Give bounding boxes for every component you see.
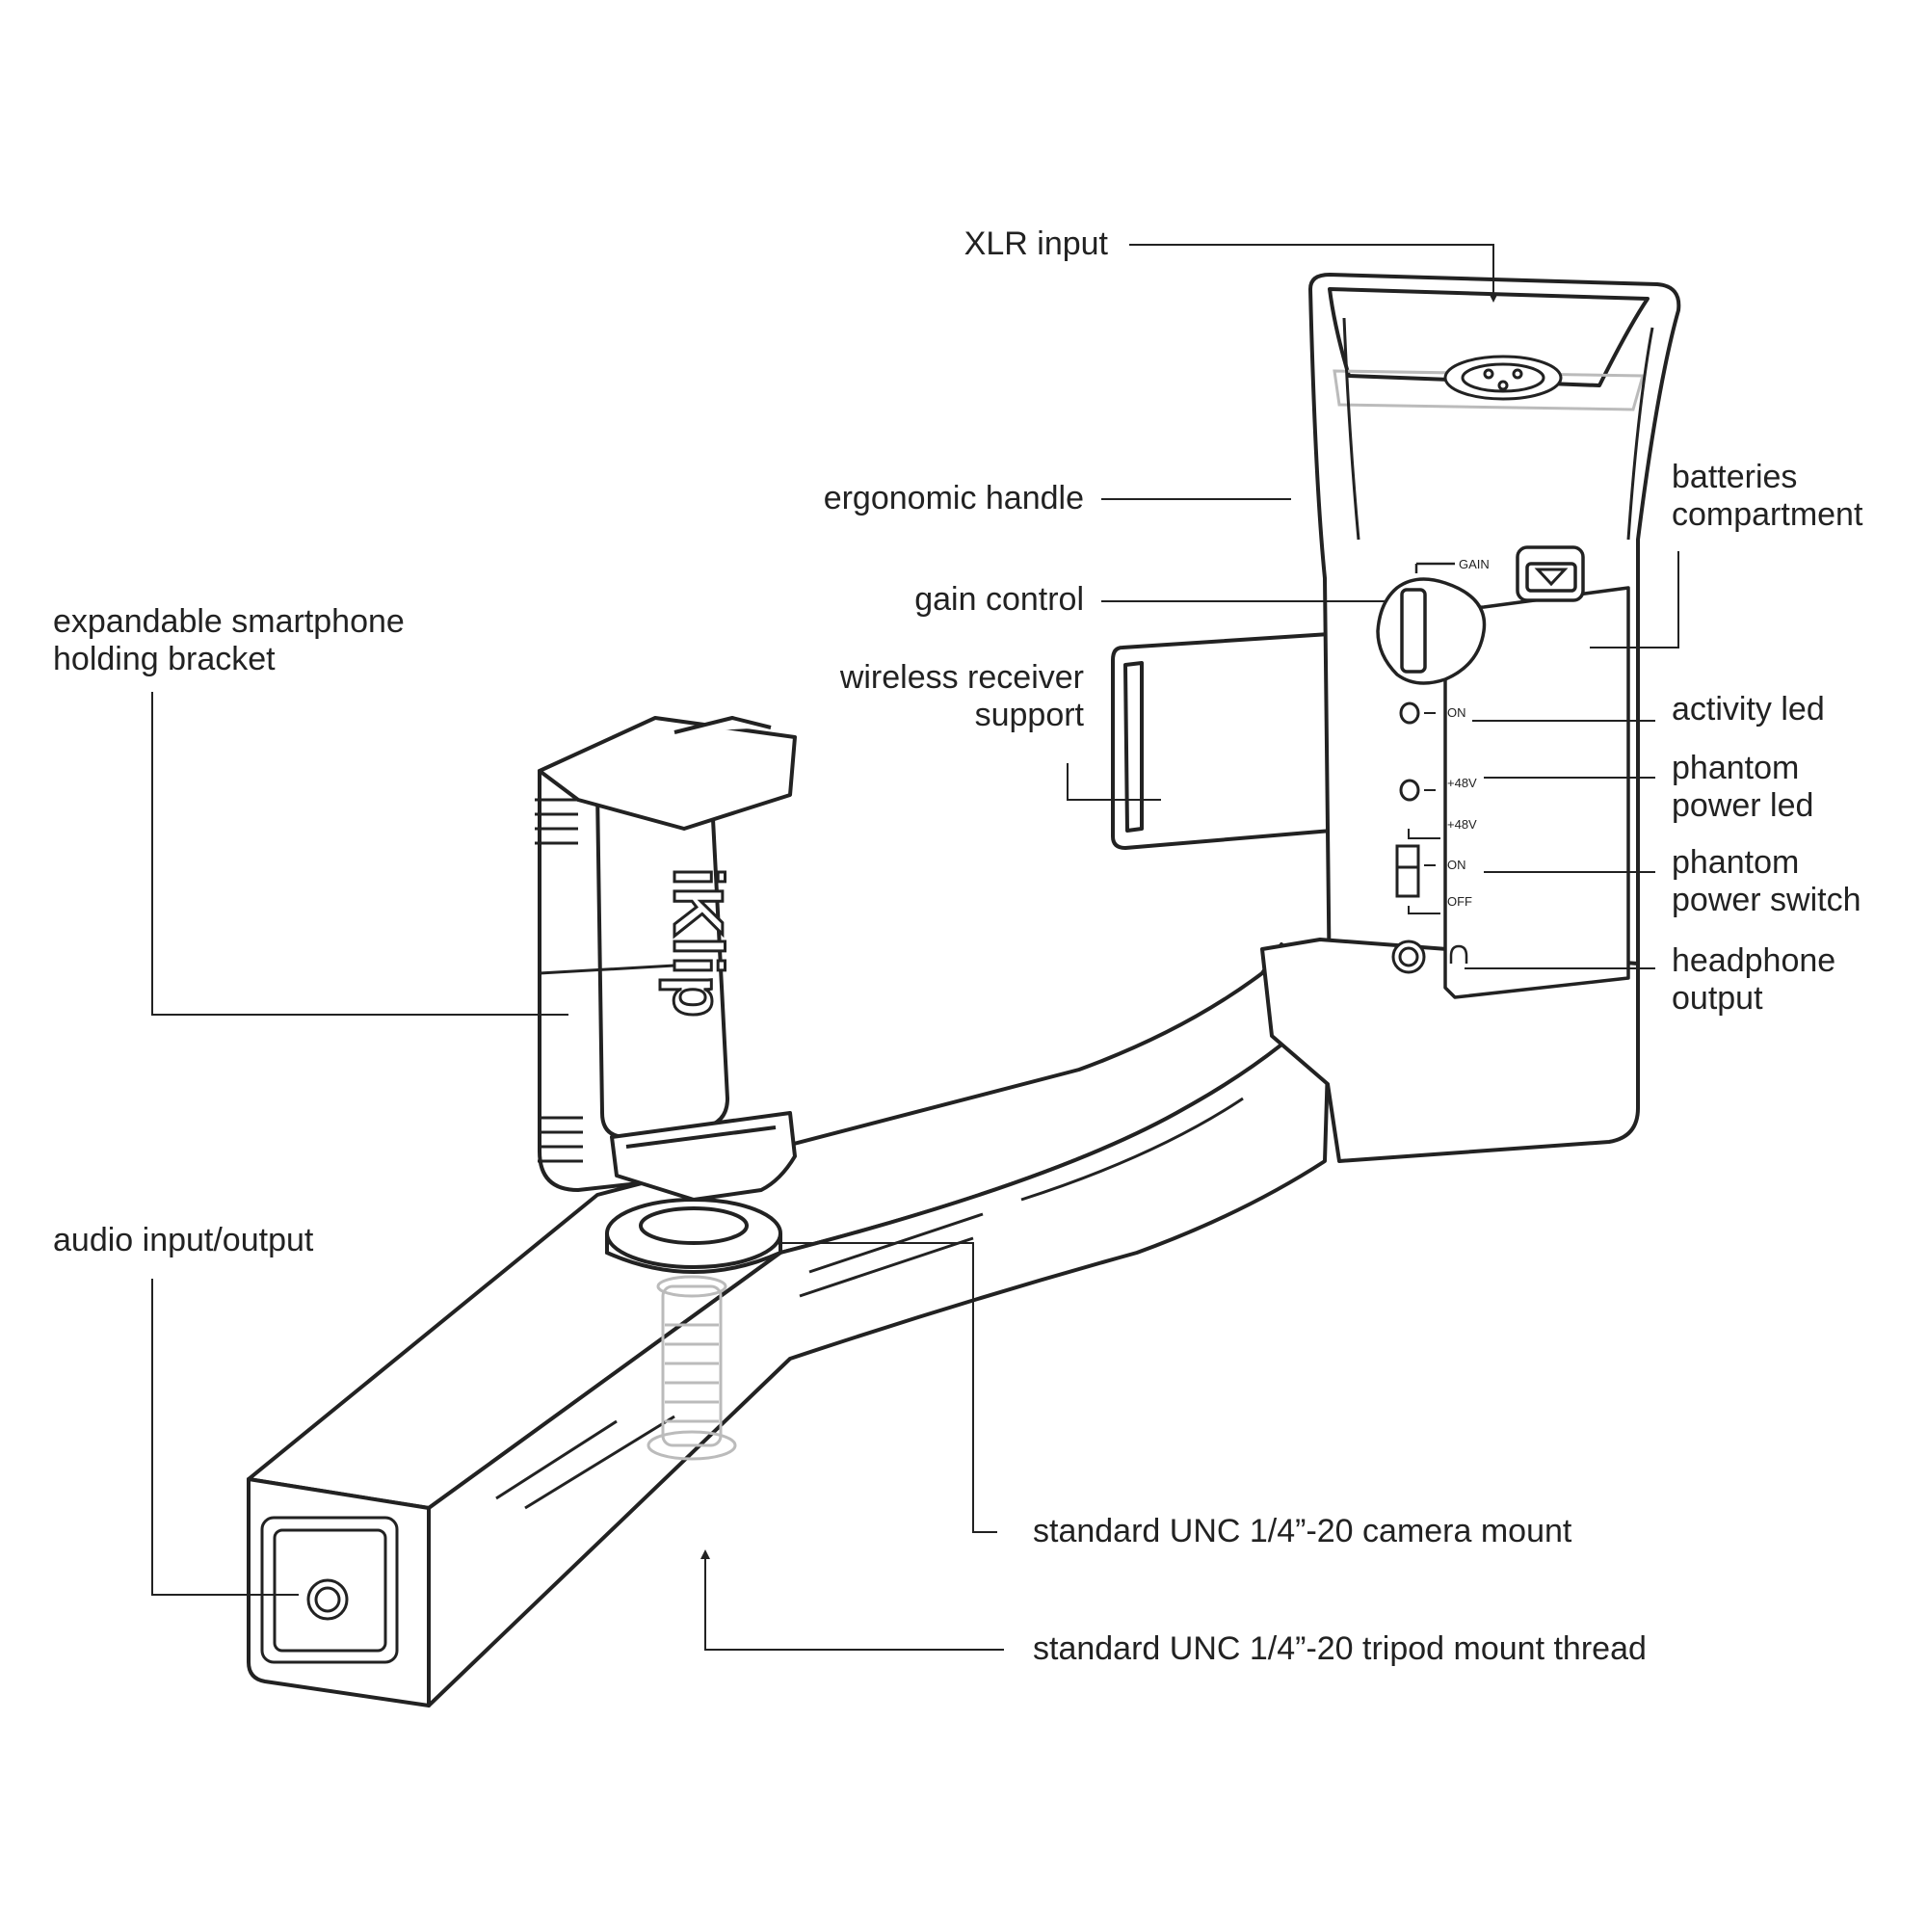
- leader-bracket: [151, 692, 568, 1016]
- gain-wheel: [1376, 577, 1487, 685]
- label-headphone-line1: headphone: [1672, 942, 1836, 979]
- label-batteries-line2: compartment: [1672, 496, 1863, 533]
- label-activity-led: activity led: [1672, 691, 1825, 728]
- headphone-jack: [1391, 940, 1426, 974]
- label-phantom-switch-line2: power switch: [1672, 882, 1861, 918]
- activity-led-indicator: [1399, 701, 1436, 725]
- label-phantom-switch: phantom power switch: [1672, 844, 1861, 919]
- camera-mount-knob: [605, 1198, 782, 1274]
- label-phantom-led-line1: phantom: [1672, 750, 1800, 786]
- label-gain-control: gain control: [914, 581, 1084, 618]
- leader-batteries: [1590, 551, 1679, 648]
- label-phantom-led: phantom power led: [1672, 750, 1813, 825]
- audio-jack-panel: [260, 1516, 399, 1664]
- label-xlr-input: XLR input: [964, 225, 1108, 262]
- label-headphone-output: headphone output: [1672, 942, 1835, 1018]
- leader-xlr-input: [1129, 244, 1498, 303]
- brand-logo: iKlip: [659, 867, 736, 1018]
- audio-jack-icon: [306, 1578, 349, 1621]
- bracket-grip-ridges: [535, 798, 709, 1163]
- phantom-switch: [1395, 829, 1440, 914]
- down-arrow-icon: [1534, 568, 1569, 587]
- gain-text: GAIN: [1459, 557, 1490, 571]
- phantom-led-indicator: [1399, 779, 1436, 802]
- mounting-bar: [247, 942, 1332, 1707]
- label-audio-input-output: audio input/output: [53, 1222, 314, 1258]
- headphone-icon: [1449, 944, 1468, 964]
- label-wireless-line2: support: [974, 697, 1084, 733]
- leader-lines: [151, 244, 1679, 1651]
- smartphone-bracket: [538, 716, 797, 1202]
- switch-top-text: +48V: [1447, 817, 1477, 832]
- leader-camera-mount: [782, 1242, 997, 1533]
- leader-wireless: [1067, 763, 1161, 801]
- wireless-receiver-support: [1111, 632, 1333, 850]
- xlr-connector-icon: [1443, 355, 1563, 401]
- leader-tripod-mount: [700, 1549, 1004, 1651]
- phantom-led-text: +48V: [1447, 776, 1477, 790]
- label-tripod-mount: standard UNC 1/4”-20 tripod mount thread: [1033, 1630, 1647, 1667]
- label-bracket-line2: holding bracket: [53, 641, 276, 677]
- gain-indicator: [1414, 562, 1455, 573]
- label-ergonomic-handle: ergonomic handle: [823, 480, 1084, 516]
- label-headphone-line2: output: [1672, 980, 1763, 1017]
- tripod-thread-ghost: [647, 1275, 737, 1461]
- leader-audio: [151, 1279, 299, 1596]
- handle-contours: [1342, 317, 1654, 541]
- label-expandable-bracket: expandable smartphone holding bracket: [53, 603, 405, 678]
- switch-off-text: OFF: [1447, 894, 1472, 909]
- label-batteries-line1: batteries: [1672, 459, 1798, 495]
- label-phantom-switch-line1: phantom: [1672, 844, 1800, 881]
- label-wireless-receiver: wireless receiver support: [771, 659, 1084, 734]
- switch-on-text: ON: [1447, 858, 1466, 872]
- label-camera-mount: standard UNC 1/4”-20 camera mount: [1033, 1513, 1572, 1549]
- label-batteries-compartment: batteries compartment: [1672, 459, 1862, 534]
- label-phantom-led-line2: power led: [1672, 787, 1814, 824]
- activity-led-text: ON: [1447, 705, 1466, 720]
- label-wireless-line1: wireless receiver: [839, 659, 1084, 696]
- label-bracket-line1: expandable smartphone: [53, 603, 405, 640]
